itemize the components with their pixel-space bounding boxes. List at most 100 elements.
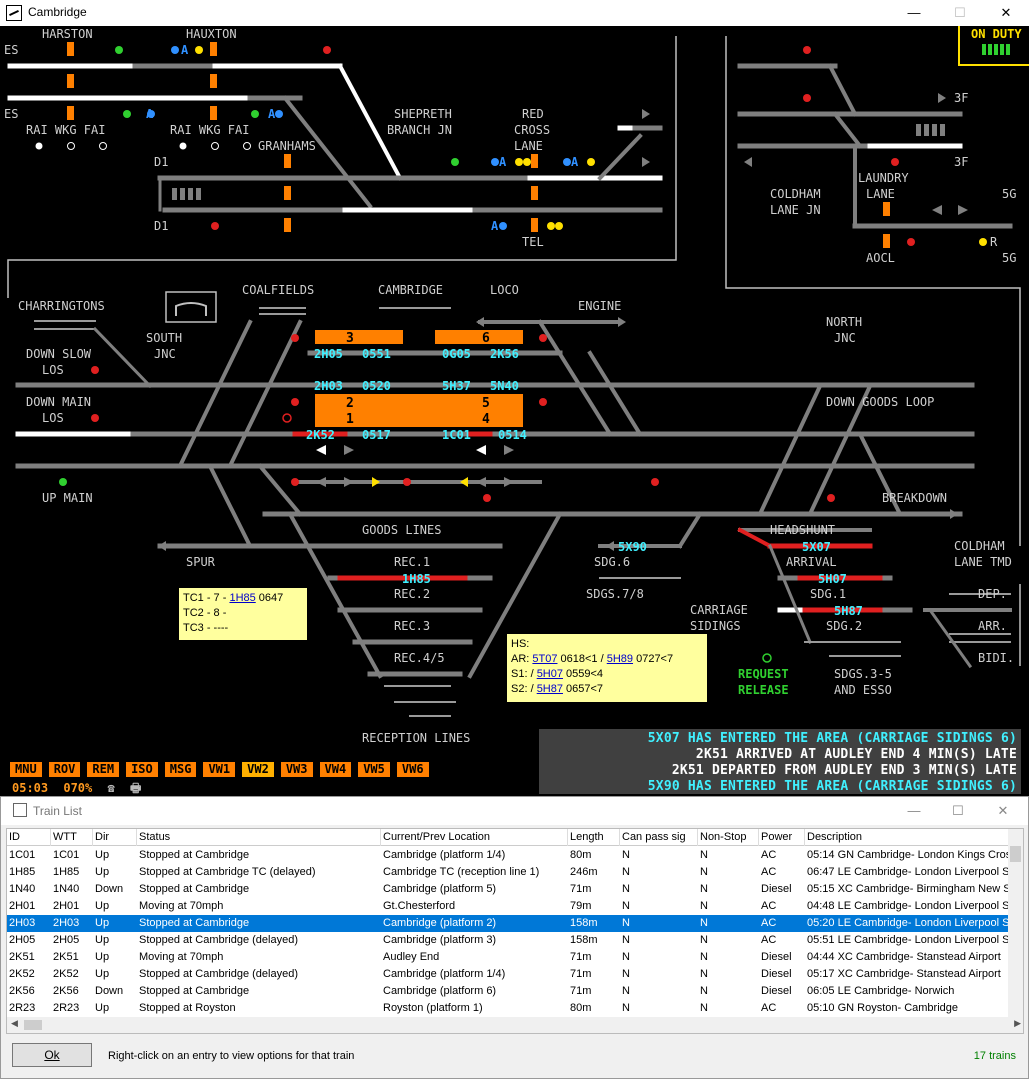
request-release-indicator[interactable] (762, 653, 772, 663)
signal-red[interactable] (891, 158, 899, 166)
arrow-right-icon[interactable] (344, 477, 354, 487)
arrow-right-icon[interactable] (504, 477, 514, 487)
signal-red[interactable] (539, 334, 547, 342)
signal-red[interactable] (803, 46, 811, 54)
track-crossover[interactable] (92, 326, 153, 389)
tracks[interactable] (7, 63, 1013, 717)
column-header[interactable]: ID (7, 829, 51, 846)
arrow-right-icon[interactable] (618, 317, 626, 327)
track-crossover[interactable] (282, 95, 373, 209)
headcode-5X90[interactable]: 5X90 (618, 540, 647, 554)
view1-button[interactable]: VW1 (203, 762, 236, 777)
msg-button[interactable]: MSG (164, 762, 197, 777)
phone-icon[interactable]: ☎ (107, 781, 115, 795)
minimize-button[interactable]: — (907, 5, 921, 20)
arrow-left-icon[interactable] (476, 317, 484, 327)
track-crossover[interactable] (257, 463, 303, 517)
headcode-2K52[interactable]: 2K52 (306, 428, 335, 442)
signal-red[interactable] (91, 414, 99, 422)
arrow-right-icon[interactable] (950, 509, 958, 519)
train-link[interactable]: 1H85 (229, 592, 256, 604)
iso-button[interactable]: ISO (126, 762, 158, 777)
crossing-barrier[interactable] (883, 202, 890, 216)
view3-button[interactable]: VW3 (280, 762, 313, 777)
crossing-barrier[interactable] (284, 186, 291, 200)
column-header[interactable]: Status (137, 829, 381, 846)
view6-button[interactable]: VW6 (396, 762, 429, 777)
minimize-button[interactable]: — (907, 803, 921, 818)
arrow-right-icon[interactable] (642, 157, 650, 167)
signal-green[interactable] (115, 46, 123, 54)
signal-blue[interactable] (563, 158, 571, 166)
signal-blue[interactable] (147, 110, 155, 118)
signal-blue[interactable] (499, 222, 507, 230)
crossing-barrier[interactable] (210, 74, 217, 88)
signal-yellow[interactable] (523, 158, 531, 166)
track-crossover[interactable] (227, 319, 303, 469)
arrow-left-icon[interactable] (606, 541, 614, 551)
train-link[interactable]: 5H89 (606, 653, 634, 665)
signal-yellow[interactable] (195, 46, 203, 54)
headcode-5H37[interactable]: 5H37 (442, 379, 471, 393)
reception-fan[interactable] (287, 511, 383, 679)
signal-red[interactable] (403, 478, 411, 486)
arrow-left-icon[interactable] (642, 109, 650, 119)
track-crossover[interactable] (677, 511, 703, 549)
arrow-left-icon[interactable] (476, 477, 486, 487)
signal-red[interactable] (483, 494, 491, 502)
arrow-left-icon[interactable] (744, 157, 752, 167)
crossing-barrier[interactable] (284, 154, 291, 168)
arrow-right-icon[interactable] (344, 445, 354, 455)
reception-fan[interactable] (467, 511, 563, 679)
track-crossover[interactable] (807, 383, 873, 517)
train-link[interactable]: 5T07 (532, 653, 558, 665)
signal-red[interactable] (539, 398, 547, 406)
track-crossover[interactable] (857, 431, 903, 517)
column-header[interactable]: Description (805, 829, 1023, 846)
signal-yellow[interactable] (547, 222, 555, 230)
level-crossings[interactable] (67, 42, 890, 425)
crossing-barrier[interactable] (67, 106, 74, 120)
printer-icon[interactable]: 🖶 (129, 781, 142, 795)
track-crossover[interactable] (597, 133, 643, 181)
headcode-1H85[interactable]: 1H85 (402, 572, 431, 586)
scroll-right-icon[interactable]: ▶ (1014, 1018, 1021, 1028)
arrow-left-icon[interactable] (158, 541, 166, 551)
close-button[interactable]: ✕ (1000, 5, 1012, 20)
signal-red[interactable] (651, 478, 659, 486)
signal-green[interactable] (123, 110, 131, 118)
track-crossover[interactable] (337, 63, 403, 181)
crossing-barrier[interactable] (67, 42, 74, 56)
column-header[interactable]: Can pass sig (620, 829, 698, 846)
rov-button[interactable]: ROV (48, 762, 81, 777)
headcode-5N40[interactable]: 5N40 (490, 379, 519, 393)
arrow-right-icon[interactable] (938, 93, 946, 103)
headcode-5H07[interactable]: 5H07 (818, 572, 847, 586)
arrow-right-icon[interactable] (372, 477, 380, 487)
signal-red[interactable] (291, 398, 299, 406)
signal-blue[interactable] (171, 46, 179, 54)
maximize-button[interactable]: ☐ (952, 803, 964, 818)
signals[interactable] (35, 46, 988, 663)
signal-green[interactable] (59, 478, 67, 486)
column-header[interactable]: Non-Stop (698, 829, 759, 846)
signal-green[interactable] (251, 110, 259, 118)
signal-yellow[interactable] (515, 158, 523, 166)
headcode-2H05[interactable]: 2H05 (314, 347, 343, 361)
signalling-diagram[interactable]: 3 6 2 5 1 4 (0, 26, 1029, 796)
headcode-5X07[interactable]: 5X07 (802, 540, 831, 554)
signal-shunt[interactable] (282, 413, 292, 423)
signal-blue[interactable] (275, 110, 283, 118)
crossing-barrier[interactable] (284, 218, 291, 232)
request-release-label[interactable]: REQUEST (738, 667, 789, 681)
crossing-barrier[interactable] (210, 106, 217, 120)
arrow-left-icon[interactable] (316, 445, 326, 455)
